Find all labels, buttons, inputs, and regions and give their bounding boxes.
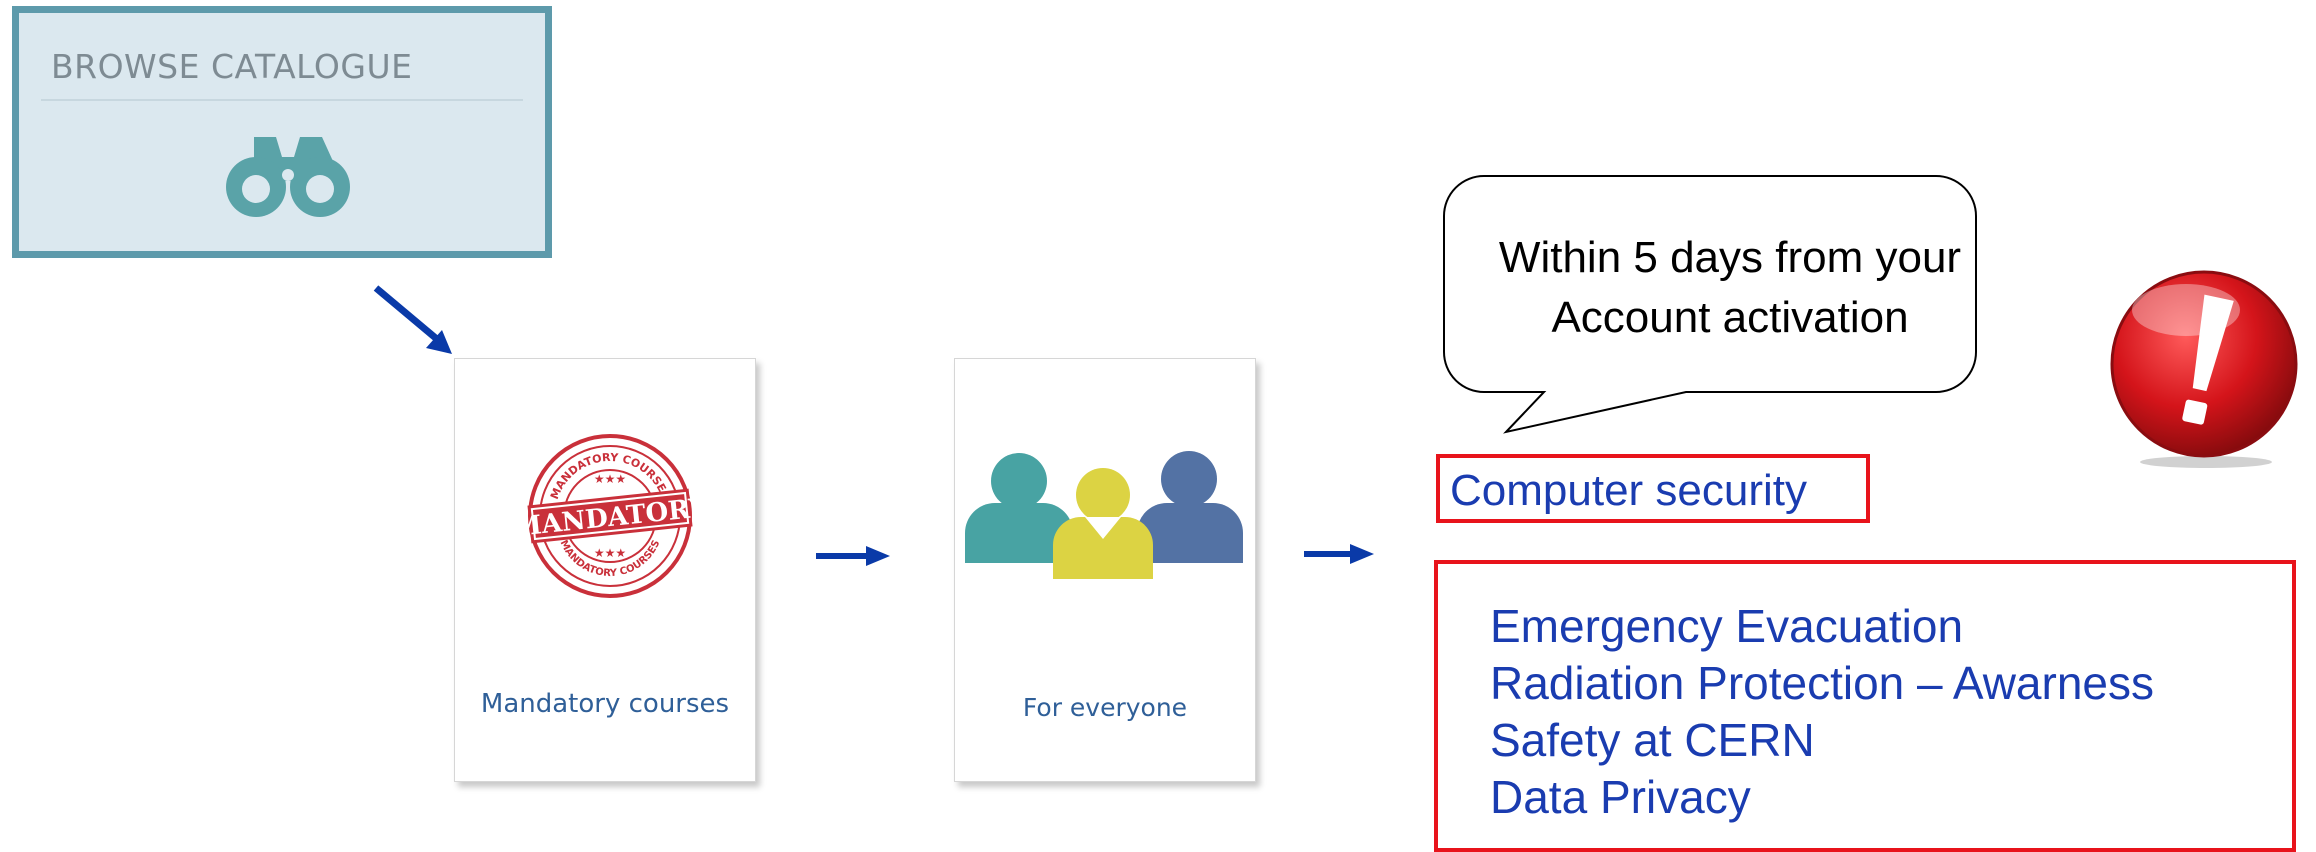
people-group-icon bbox=[965, 451, 1243, 579]
right-arrow-icon bbox=[816, 546, 890, 566]
diagonal-arrow-icon bbox=[373, 285, 452, 354]
course-list: Emergency Evacuation Radiation Protectio… bbox=[1490, 598, 2154, 826]
browse-catalogue-title: BROWSE CATALOGUE bbox=[51, 47, 413, 86]
mandatory-courses-card[interactable]: MANDATORY COURSES MANDATORY COURSES ★★★ … bbox=[454, 358, 756, 782]
computer-security-link[interactable]: Computer security bbox=[1450, 466, 1808, 515]
binoculars-icon bbox=[226, 137, 350, 217]
browse-catalogue-card[interactable]: BROWSE CATALOGUE bbox=[12, 6, 552, 258]
svg-text:★★★: ★★★ bbox=[594, 546, 626, 560]
callout-line-1: Within 5 days from your bbox=[1498, 233, 1962, 282]
computer-security-box: Computer security bbox=[1436, 454, 1870, 523]
course-item-emergency-evacuation[interactable]: Emergency Evacuation bbox=[1490, 600, 1964, 652]
course-list-box: Emergency Evacuation Radiation Protectio… bbox=[1434, 560, 2296, 852]
speech-bubble-shape bbox=[1443, 175, 1977, 434]
course-item-safety-at-cern[interactable]: Safety at CERN bbox=[1490, 714, 1815, 766]
course-item-radiation-protection[interactable]: Radiation Protection – Awarness bbox=[1490, 657, 2154, 709]
browse-divider bbox=[41, 99, 523, 101]
mandatory-stamp-icon: MANDATORY COURSES MANDATORY COURSES ★★★ … bbox=[525, 434, 695, 598]
svg-text:★★★: ★★★ bbox=[594, 472, 626, 486]
right-arrow-icon bbox=[1304, 544, 1374, 564]
alert-icon bbox=[2110, 270, 2298, 468]
for-everyone-label: For everyone bbox=[1022, 693, 1188, 722]
for-everyone-card[interactable]: For everyone bbox=[954, 358, 1256, 782]
course-item-data-privacy[interactable]: Data Privacy bbox=[1490, 771, 1751, 823]
mandatory-courses-label: Mandatory courses bbox=[480, 689, 730, 719]
callout-line-2: Account activation bbox=[1551, 293, 1909, 342]
activation-callout: Within 5 days from your Account activati… bbox=[1450, 228, 2010, 348]
